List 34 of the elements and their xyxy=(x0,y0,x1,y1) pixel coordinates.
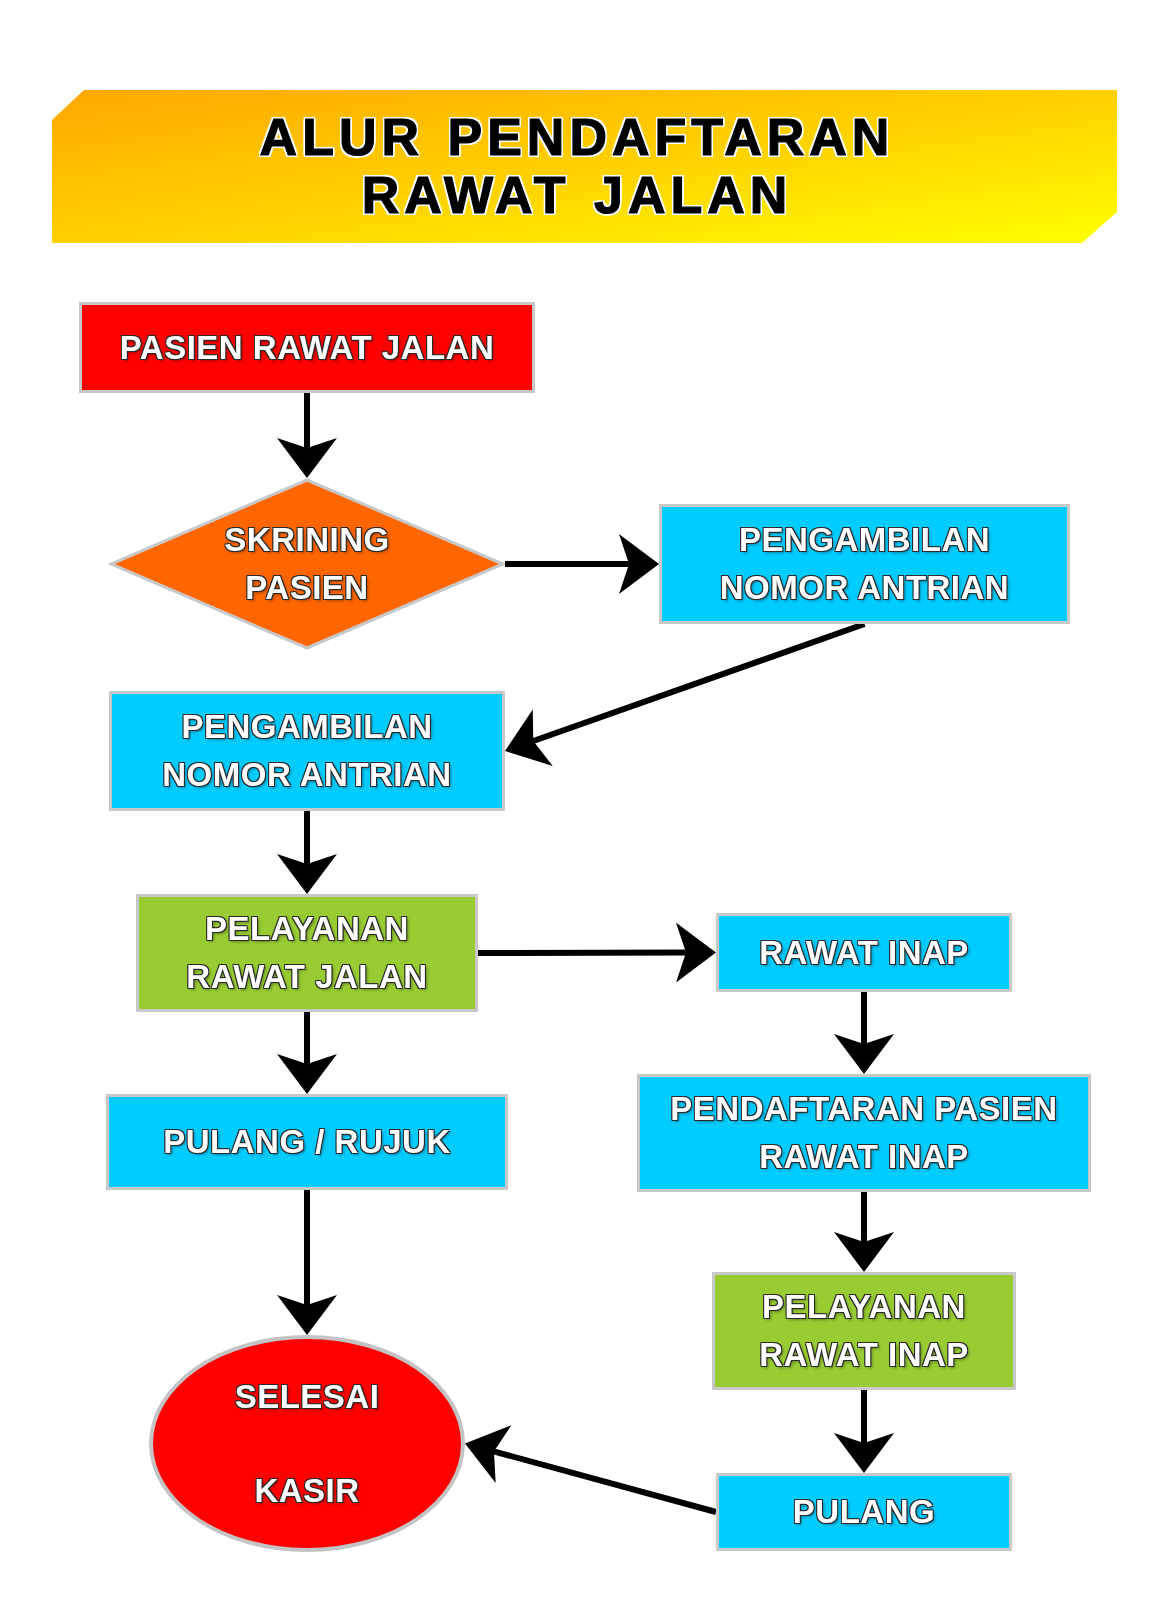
process-box xyxy=(79,302,535,393)
arrow xyxy=(478,922,716,983)
process-box xyxy=(136,894,478,1012)
node-text: PULANG / RUJUK xyxy=(163,1122,451,1162)
node-text: PULANG xyxy=(792,1492,936,1532)
process-box xyxy=(637,1074,1091,1192)
arrow xyxy=(464,1425,717,1515)
arrow xyxy=(834,992,894,1074)
node-text: PENGAMBILAN NOMOR ANTRIAN xyxy=(718,520,1011,608)
arrow xyxy=(277,811,337,894)
node-text: KASIR xyxy=(254,1470,360,1511)
node-text: SELESAI xyxy=(234,1376,380,1417)
node-text: RAWAT INAP xyxy=(759,932,969,973)
node-text: PELAYANAN RAWAT INAP xyxy=(758,1287,970,1375)
arrow xyxy=(504,621,866,766)
decision-diamond xyxy=(109,478,505,650)
arrow xyxy=(505,534,659,594)
node-text: PENGAMBILAN NOMOR ANTRIAN xyxy=(161,707,453,795)
node-text: PENDAFTARAN PASIEN RAWAT INAP xyxy=(669,1089,1059,1177)
node-text: PASIEN RAWAT JALAN xyxy=(119,327,495,368)
arrow xyxy=(277,1190,337,1335)
process-box xyxy=(716,913,1012,992)
process-box xyxy=(712,1272,1016,1390)
process-box xyxy=(109,691,505,811)
node-text: PELAYANAN RAWAT JALAN xyxy=(185,909,429,997)
arrow xyxy=(277,393,337,478)
title: ALUR PENDAFTARAN RAWAT JALAN xyxy=(258,108,896,224)
process-box xyxy=(106,1094,508,1190)
arrow xyxy=(834,1192,894,1272)
arrow xyxy=(834,1390,894,1473)
process-box xyxy=(659,504,1070,624)
arrow xyxy=(277,1012,337,1094)
node-text: SKRINING PASIEN xyxy=(223,520,391,608)
process-box xyxy=(716,1473,1012,1551)
